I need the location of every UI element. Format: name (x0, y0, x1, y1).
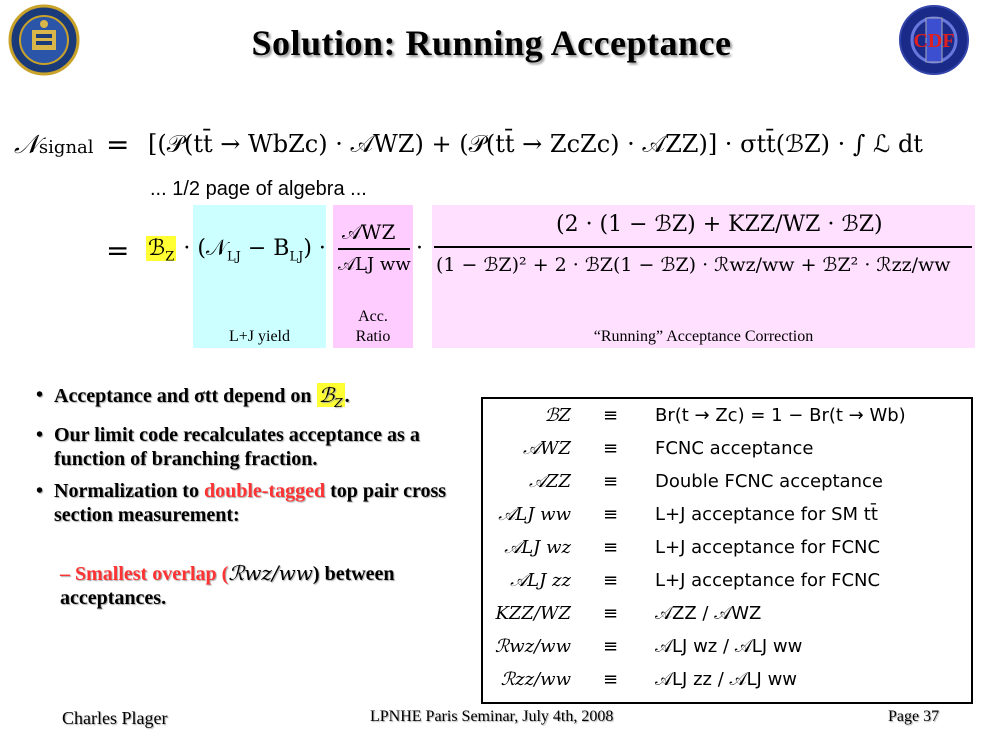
equiv-sign: ≡ (603, 636, 619, 657)
ratio-panel: Acc. Ratio (333, 205, 413, 348)
def-row: ℛwz/ww ≡ 𝒜LJ wz / 𝒜LJ ww (483, 632, 971, 664)
def-symbol: 𝒜LJ zz (510, 570, 571, 591)
def-row: KZZ/WZ ≡ 𝒜ZZ / 𝒜WZ (483, 599, 971, 631)
bullet-3-before: Normalization to (54, 480, 204, 502)
equiv-sign: ≡ (603, 405, 619, 426)
algebra-note: ... 1/2 page of algebra ... (150, 178, 367, 200)
bullet-3-highlight: double-tagged (203, 480, 326, 502)
sub-bullet-symbol: ℛwz/ww (228, 561, 313, 585)
footer-event: LPNHE Paris Seminar, July 4th, 2008 (370, 708, 614, 725)
bullet-1: Acceptance and σtt depend on ℬZ. (28, 383, 478, 415)
definitions-box: ℬZ ≡ Br(t → Zc) = 1 − Br(t → Wb) 𝒜WZ ≡ F… (481, 397, 973, 704)
def-symbol: ℛzz/ww (500, 669, 571, 690)
equiv-sign: ≡ (603, 537, 619, 558)
sub-bullet-red: Smallest overlap ( (75, 563, 229, 585)
def-text: L+J acceptance for SM tt̄ (655, 504, 878, 525)
dot-operator: · (416, 236, 423, 261)
running-bar (434, 246, 972, 248)
bullet-1-text: Acceptance and σtt depend on (54, 385, 312, 407)
running-denominator: (1 − ℬZ)² + 2 · ℬZ(1 − ℬZ) · ℛwz/ww + ℬZ… (436, 254, 951, 276)
def-symbol: ℬZ (544, 405, 571, 426)
bullet-1-symbol: ℬZ (316, 383, 345, 410)
equiv-sign: ≡ (603, 504, 619, 525)
acc-ratio-denominator: 𝒜LJ ww (338, 254, 411, 275)
line2-prefix: ℬZ · (𝒩LJ − BLJ) · (146, 236, 326, 265)
def-row: ℬZ ≡ Br(t → Zc) = 1 − Br(t → Wb) (483, 401, 971, 433)
def-text: 𝒜LJ wz / 𝒜LJ ww (655, 636, 803, 657)
def-text: FCNC acceptance (655, 438, 814, 459)
running-label: “Running” Acceptance Correction (593, 328, 814, 345)
running-numerator: (2 · (1 − ℬZ) + KZZ/WZ · ℬZ) (556, 212, 883, 237)
slide-title: Solution: Running Acceptance (251, 23, 732, 63)
def-symbol: 𝒜ZZ (528, 471, 571, 492)
def-symbol: KZZ/WZ (495, 603, 571, 624)
def-symbol: 𝒜LJ wz (504, 537, 571, 558)
def-row: 𝒜WZ ≡ FCNC acceptance (483, 434, 971, 466)
def-text: 𝒜LJ zz / 𝒜LJ ww (655, 669, 798, 690)
footer-author: Charles Plager (62, 708, 168, 728)
ratio-label-2: Ratio (355, 328, 391, 345)
ratio-label-1: Acc. (358, 308, 388, 325)
def-text: 𝒜ZZ / 𝒜WZ (655, 603, 762, 624)
yield-panel: L+J yield (193, 205, 326, 348)
uc-seal-logo (8, 4, 80, 76)
def-symbol: ℛwz/ww (494, 636, 571, 657)
def-text: L+J acceptance for FCNC (655, 537, 881, 558)
cdf-logo: CDF (899, 5, 969, 75)
running-panel: “Running” Acceptance Correction (432, 205, 975, 348)
equiv-sign: ≡ (603, 471, 619, 492)
def-symbol: 𝒜LJ ww (498, 504, 571, 525)
sub-bullet-after: ) between acceptances. (60, 563, 395, 609)
equiv-sign: ≡ (603, 669, 619, 690)
bullet-2: Our limit code recalculates acceptance a… (28, 423, 478, 471)
def-row: 𝒜LJ ww ≡ L+J acceptance for SM tt̄ (483, 500, 971, 532)
equiv-sign: ≡ (603, 603, 619, 624)
def-text: Double FCNC acceptance (655, 471, 883, 492)
bullet-3-after: top pair cross section measurement: (54, 480, 447, 526)
footer-page: Page 37 (888, 708, 940, 725)
yield-label: L+J yield (228, 328, 290, 345)
equals-1: = (106, 128, 130, 161)
def-row: 𝒜ZZ ≡ Double FCNC acceptance (483, 467, 971, 499)
sub-bullet: – Smallest overlap (ℛwz/ww) between acce… (60, 561, 395, 609)
def-row: 𝒜LJ wz ≡ L+J acceptance for FCNC (483, 533, 971, 565)
def-symbol: 𝒜WZ (522, 438, 571, 459)
acc-ratio-numerator: 𝒜WZ (342, 220, 396, 244)
bullet-3: Normalization to double-tagged top pair … (28, 479, 478, 527)
equiv-sign: ≡ (603, 570, 619, 591)
def-row: 𝒜LJ zz ≡ L+J acceptance for FCNC (483, 566, 971, 598)
def-text: Br(t → Zc) = 1 − Br(t → Wb) (655, 405, 906, 426)
def-text: L+J acceptance for FCNC (655, 570, 881, 591)
equals-2: = (106, 234, 130, 267)
equation-line-1: [(𝒫(tt̄ → WbZc) · 𝒜WZ) + (𝒫(tt̄ → ZcZc) … (148, 130, 923, 158)
bz-highlight: ℬZ (146, 236, 177, 265)
equiv-sign: ≡ (603, 438, 619, 459)
bullet-list: Acceptance and σtt depend on ℬZ. Our lim… (28, 383, 478, 535)
svg-text:CDF: CDF (913, 30, 954, 52)
acc-ratio-bar (338, 248, 410, 250)
def-row: ℛzz/ww ≡ 𝒜LJ zz / 𝒜LJ ww (483, 665, 971, 697)
lhs-nsignal: 𝒩signal (14, 130, 94, 160)
